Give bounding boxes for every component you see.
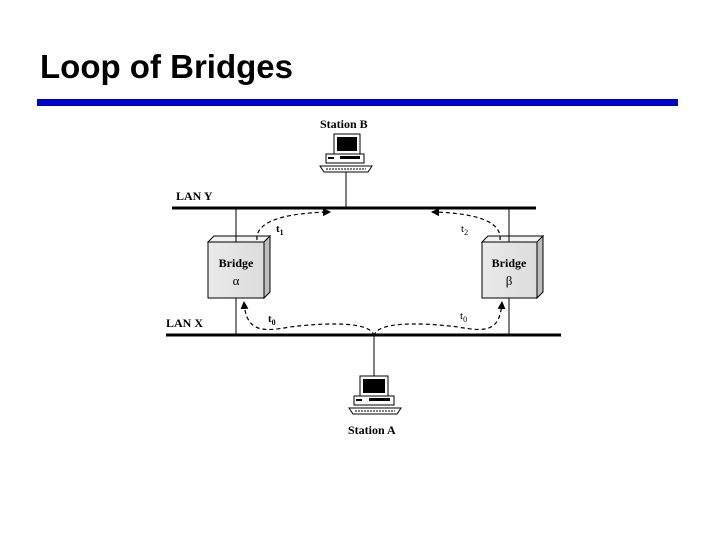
t1-arrow [256,208,331,241]
t0-right-label: t0 [460,310,467,324]
t0-left-arrow [240,301,375,337]
computer-icon [319,133,373,173]
lan-x-label: LAN X [166,316,203,330]
bridge-alpha-symbol: α [233,273,240,288]
t0-right-arrow [373,301,506,337]
slide-title: Loop of Bridges [40,48,293,85]
bridge-alpha: Bridge α [206,234,272,300]
lan-y-label: LAN Y [176,189,213,203]
bridge-alpha-label: Bridge [219,256,254,270]
bridge-beta-symbol: β [506,273,513,288]
t2-label: t2 [461,223,468,237]
t1-label: t1 [276,223,284,237]
station-a-label: Station A [348,423,396,437]
t0-left-label: t0 [268,313,276,327]
bridge-beta-label: Bridge [492,256,527,270]
computer-icon [348,375,402,415]
bridge-beta: Bridge β [480,234,545,300]
station-b-label: Station B [320,117,368,131]
title-rule [37,99,678,106]
